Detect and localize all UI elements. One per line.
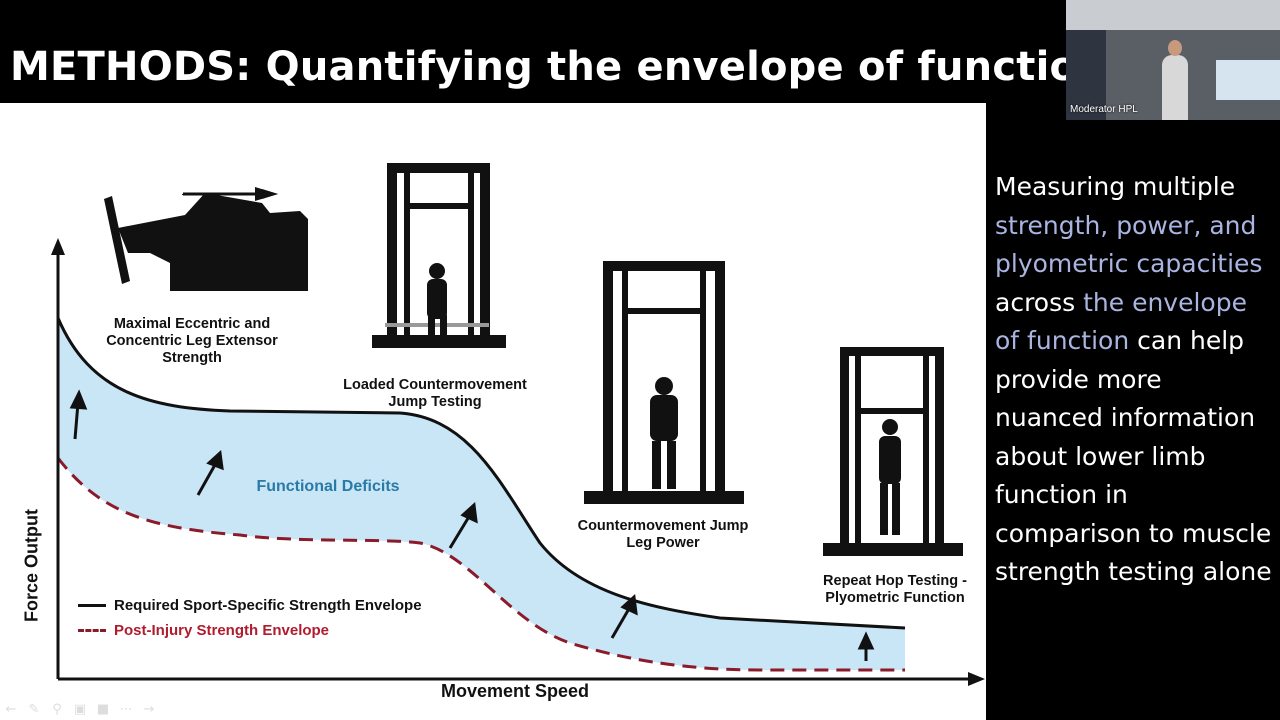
cmj-power-rack bbox=[584, 261, 744, 504]
forward-icon[interactable]: → bbox=[143, 701, 155, 717]
more-icon[interactable]: ⋯ bbox=[119, 701, 133, 717]
zoom-icon[interactable]: ⚲ bbox=[52, 701, 62, 717]
envelope-chart bbox=[51, 163, 985, 686]
back-icon[interactable]: ← bbox=[5, 701, 17, 717]
slide-title: METHODS: Quantifying the envelope of fun… bbox=[10, 44, 1106, 90]
y-axis-arrow bbox=[51, 238, 65, 255]
presentation-toolbar: ← ✎ ⚲ ▣ ■ ⋯ → bbox=[2, 700, 158, 718]
legend-post-injury-label: Post-Injury Strength Envelope bbox=[114, 622, 330, 639]
improvement-arrows bbox=[69, 389, 875, 661]
side-text-part3: can help provide more nuanced informatio… bbox=[995, 326, 1272, 586]
side-text-part2: across bbox=[995, 287, 1076, 317]
side-text-part1: Measuring multiple bbox=[995, 172, 1236, 201]
label-loaded-cmj: Loaded Countermovement Jump Testing bbox=[343, 377, 527, 410]
video-ceiling bbox=[1066, 0, 1280, 30]
side-text-highlight2: the envelope of function bbox=[995, 287, 1247, 356]
legend-required-label: Required Sport-Specific Strength Envelop… bbox=[114, 597, 422, 614]
video-window bbox=[1216, 60, 1280, 100]
required-envelope-line bbox=[56, 317, 906, 630]
label-repeat-hop: Repeat Hop Testing - Plyometric Function bbox=[823, 573, 967, 606]
legend-required: Required Sport-Specific Strength Envelop… bbox=[78, 597, 422, 614]
participant-video[interactable]: Moderator HPL bbox=[1066, 0, 1280, 120]
captions-icon[interactable]: ▣ bbox=[73, 701, 87, 717]
y-axis-label: Force Output bbox=[21, 509, 42, 622]
side-text-highlight1: strength, power, and plyometric capaciti… bbox=[995, 210, 1263, 279]
presenter-body bbox=[1162, 55, 1188, 120]
loaded-cmj-rack bbox=[372, 163, 506, 348]
pen-icon[interactable]: ✎ bbox=[28, 701, 40, 717]
legend-required-swatch bbox=[78, 604, 106, 607]
leg-press-figure bbox=[104, 189, 308, 291]
label-cmj-power: Countermovement Jump Leg Power bbox=[577, 518, 749, 551]
deficit-band bbox=[58, 318, 905, 670]
repeat-hop-rack bbox=[823, 347, 963, 556]
label-eccentric-strength: Maximal Eccentric and Concentric Leg Ext… bbox=[106, 316, 278, 366]
participant-name: Moderator HPL bbox=[1070, 104, 1138, 115]
post-injury-envelope-line bbox=[56, 457, 905, 672]
presenter-head bbox=[1168, 40, 1182, 56]
legend-post-injury-swatch bbox=[78, 629, 106, 632]
camera-icon[interactable]: ■ bbox=[96, 701, 110, 717]
x-axis-label: Movement Speed bbox=[440, 681, 590, 701]
x-axis-arrow bbox=[968, 672, 985, 686]
legend-post-injury: Post-Injury Strength Envelope bbox=[78, 622, 329, 639]
envelope-figure: Maximal Eccentric and Concentric Leg Ext… bbox=[0, 103, 986, 720]
side-text: Measuring multiple strength, power, and … bbox=[995, 168, 1275, 592]
functional-deficits-label: Functional Deficits bbox=[256, 478, 400, 495]
